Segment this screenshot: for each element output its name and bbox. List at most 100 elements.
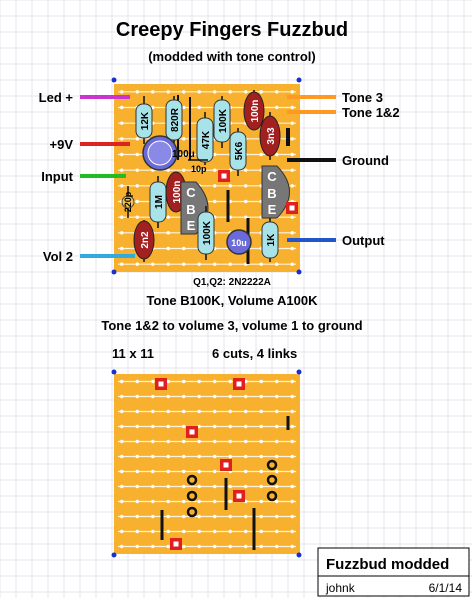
solder-pad — [266, 490, 278, 502]
strip-hole — [135, 439, 139, 444]
strip-hole — [259, 499, 263, 504]
corner-marker — [111, 269, 117, 275]
strip-hole — [120, 184, 124, 188]
strip-hole — [135, 168, 139, 172]
strip-cut-hole — [236, 493, 242, 499]
transistor-note: Q1,Q2: 2N2222A — [193, 277, 271, 288]
strip-hole — [213, 514, 217, 519]
strip-hole — [120, 105, 124, 110]
strip-hole — [213, 262, 217, 266]
strip-hole — [228, 379, 232, 384]
strip-hole — [244, 394, 248, 399]
strip-hole — [182, 394, 186, 399]
resistor-5k6-label: 5K6 — [234, 141, 245, 160]
bottom-board-holes — [120, 379, 294, 549]
strip-hole — [228, 454, 232, 459]
corner-marker — [111, 552, 117, 558]
wiring-note: Tone 1&2 to volume 3, volume 1 to ground — [101, 318, 362, 333]
strip-hole — [213, 152, 217, 157]
resistor-100k-bottom: 100K — [197, 206, 215, 260]
strip-hole — [166, 231, 170, 235]
strip-hole — [151, 394, 155, 399]
strip-hole — [290, 544, 294, 549]
strip-hole — [290, 215, 294, 219]
bottom-board-cuts — [155, 378, 245, 550]
strip-hole — [135, 215, 139, 219]
strip-hole — [213, 424, 217, 429]
strip-hole — [275, 544, 279, 549]
strip-hole — [290, 121, 294, 125]
strip-hole — [259, 439, 263, 444]
strip-hole — [135, 394, 139, 399]
strip-hole — [182, 484, 186, 489]
strip-hole — [213, 529, 217, 534]
strip-hole — [290, 409, 294, 414]
strip-hole — [135, 379, 139, 384]
capacitor-100u: 100u — [142, 135, 195, 171]
strip-hole — [197, 454, 201, 459]
capacitor-2n2: 2n2 — [133, 220, 155, 262]
capacitor-3n3: 3n3 — [259, 112, 281, 160]
strip-hole — [228, 424, 232, 429]
bottom-board-base — [114, 374, 300, 554]
label-output: Output — [342, 233, 385, 248]
strip-hole — [228, 544, 232, 549]
strip-hole — [244, 469, 248, 474]
strip-hole — [275, 152, 279, 157]
strip-hole — [151, 262, 155, 266]
strip-hole — [197, 379, 201, 384]
strip-hole — [135, 199, 139, 204]
capacitor-10p-label: 10p — [191, 164, 207, 174]
capacitor-100n-mid-label: 100n — [172, 181, 183, 204]
strip-hole — [290, 454, 294, 459]
strip-hole — [213, 394, 217, 399]
label-input: Input — [41, 169, 73, 184]
corner-marker — [296, 369, 302, 375]
subtitle: (modded with tone control) — [148, 49, 316, 64]
strip-hole — [197, 499, 201, 504]
strip-hole — [166, 90, 170, 94]
components: 12K 820R 47K 100K 5K6 100n — [121, 90, 290, 264]
strip-hole — [197, 514, 201, 519]
strip-hole — [275, 514, 279, 519]
strip-hole — [197, 439, 201, 444]
capacitor-220p-label: 220p — [123, 191, 133, 212]
strip-hole — [182, 514, 186, 519]
strip-hole — [244, 514, 248, 519]
strip-hole — [182, 454, 186, 459]
strip-hole — [244, 424, 248, 429]
strip-hole — [290, 246, 294, 251]
capacitor-100n-top: 100n — [243, 90, 265, 131]
resistor-820r-label: 820R — [170, 107, 181, 132]
capacitor-100u-label: 100u — [172, 149, 195, 160]
strip-hole — [244, 484, 248, 489]
resistor-1k: 1K — [261, 218, 279, 262]
strip-hole — [290, 379, 294, 384]
label-vol2: Vol 2 — [43, 249, 73, 264]
top-board-cuts — [218, 170, 298, 214]
title-block-name: Fuzzbud modded — [326, 556, 449, 573]
strip-hole — [213, 168, 217, 172]
strip-hole — [166, 215, 170, 219]
strip-hole — [120, 439, 124, 444]
strip-hole — [290, 469, 294, 474]
strip-hole — [166, 168, 170, 172]
strip-hole — [213, 199, 217, 204]
strip-hole — [244, 184, 248, 188]
strip-hole — [135, 544, 139, 549]
strip-hole — [182, 439, 186, 444]
strip-cut-hole — [173, 541, 179, 547]
strip-hole — [135, 514, 139, 519]
strip-hole — [151, 544, 155, 549]
strip-hole — [244, 168, 248, 172]
resistor-100k-bottom-label: 100K — [202, 220, 213, 245]
strip-hole — [166, 469, 170, 474]
q1-pin-b: B — [186, 202, 195, 217]
strip-hole — [182, 90, 186, 94]
strip-hole — [120, 409, 124, 414]
solder-pad — [186, 474, 198, 486]
label-tone3: Tone 3 — [342, 90, 383, 105]
strip-hole — [120, 215, 124, 219]
strip-hole — [213, 499, 217, 504]
q2-pin-c: C — [267, 169, 277, 184]
